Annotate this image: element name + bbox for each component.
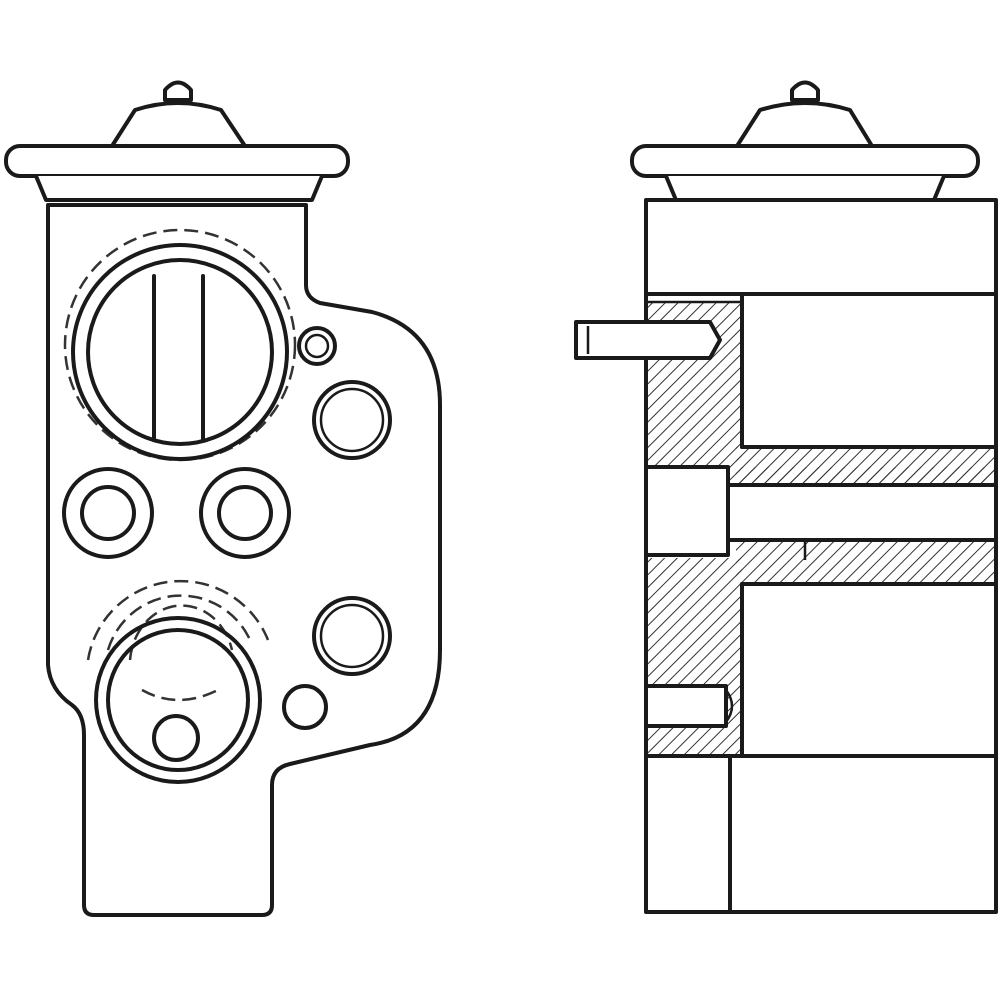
lower-port-inner bbox=[106, 628, 250, 772]
lower-port-outer bbox=[94, 616, 262, 784]
large-port-outer bbox=[71, 243, 289, 461]
side-top-nub bbox=[790, 80, 820, 102]
small-pin-inner bbox=[304, 333, 330, 359]
side-dome-cap bbox=[735, 101, 874, 148]
bolt-hole-right-upper-inner bbox=[319, 387, 385, 453]
front-view bbox=[4, 80, 442, 917]
middle-port-left-inner bbox=[80, 485, 136, 541]
lower-port-dashed-arc-small bbox=[141, 688, 219, 702]
valve-body-outline bbox=[46, 203, 442, 917]
lower-port-dashed-arc-mid bbox=[106, 594, 252, 651]
lower-port-dashed-arc-inner bbox=[128, 604, 234, 661]
side-flange-disc bbox=[630, 144, 980, 178]
top-nub bbox=[163, 80, 193, 102]
middle-port-right-outer bbox=[199, 467, 291, 559]
side-body-outline bbox=[644, 198, 998, 914]
side-bore-middle bbox=[644, 465, 730, 557]
side-bore-lower bbox=[644, 684, 728, 728]
small-hole-lower-right bbox=[282, 684, 328, 730]
side-pin bbox=[574, 320, 722, 360]
bolt-hole-right-upper-outer bbox=[312, 380, 392, 460]
dome-cap bbox=[110, 101, 247, 148]
lower-port-bore bbox=[152, 714, 200, 762]
side-bore-lower-tip bbox=[724, 689, 734, 723]
bolt-hole-right-lower-inner bbox=[319, 603, 385, 669]
flange-neck bbox=[34, 174, 324, 202]
side-section-view bbox=[574, 80, 998, 914]
bolt-hole-right-lower-outer bbox=[312, 596, 392, 676]
flange-disc bbox=[4, 144, 350, 178]
middle-port-left-outer bbox=[62, 467, 154, 559]
small-pin-ring bbox=[297, 326, 337, 366]
middle-port-right-inner bbox=[217, 485, 273, 541]
side-flange-neck bbox=[664, 174, 946, 202]
large-port-inner bbox=[86, 258, 274, 446]
